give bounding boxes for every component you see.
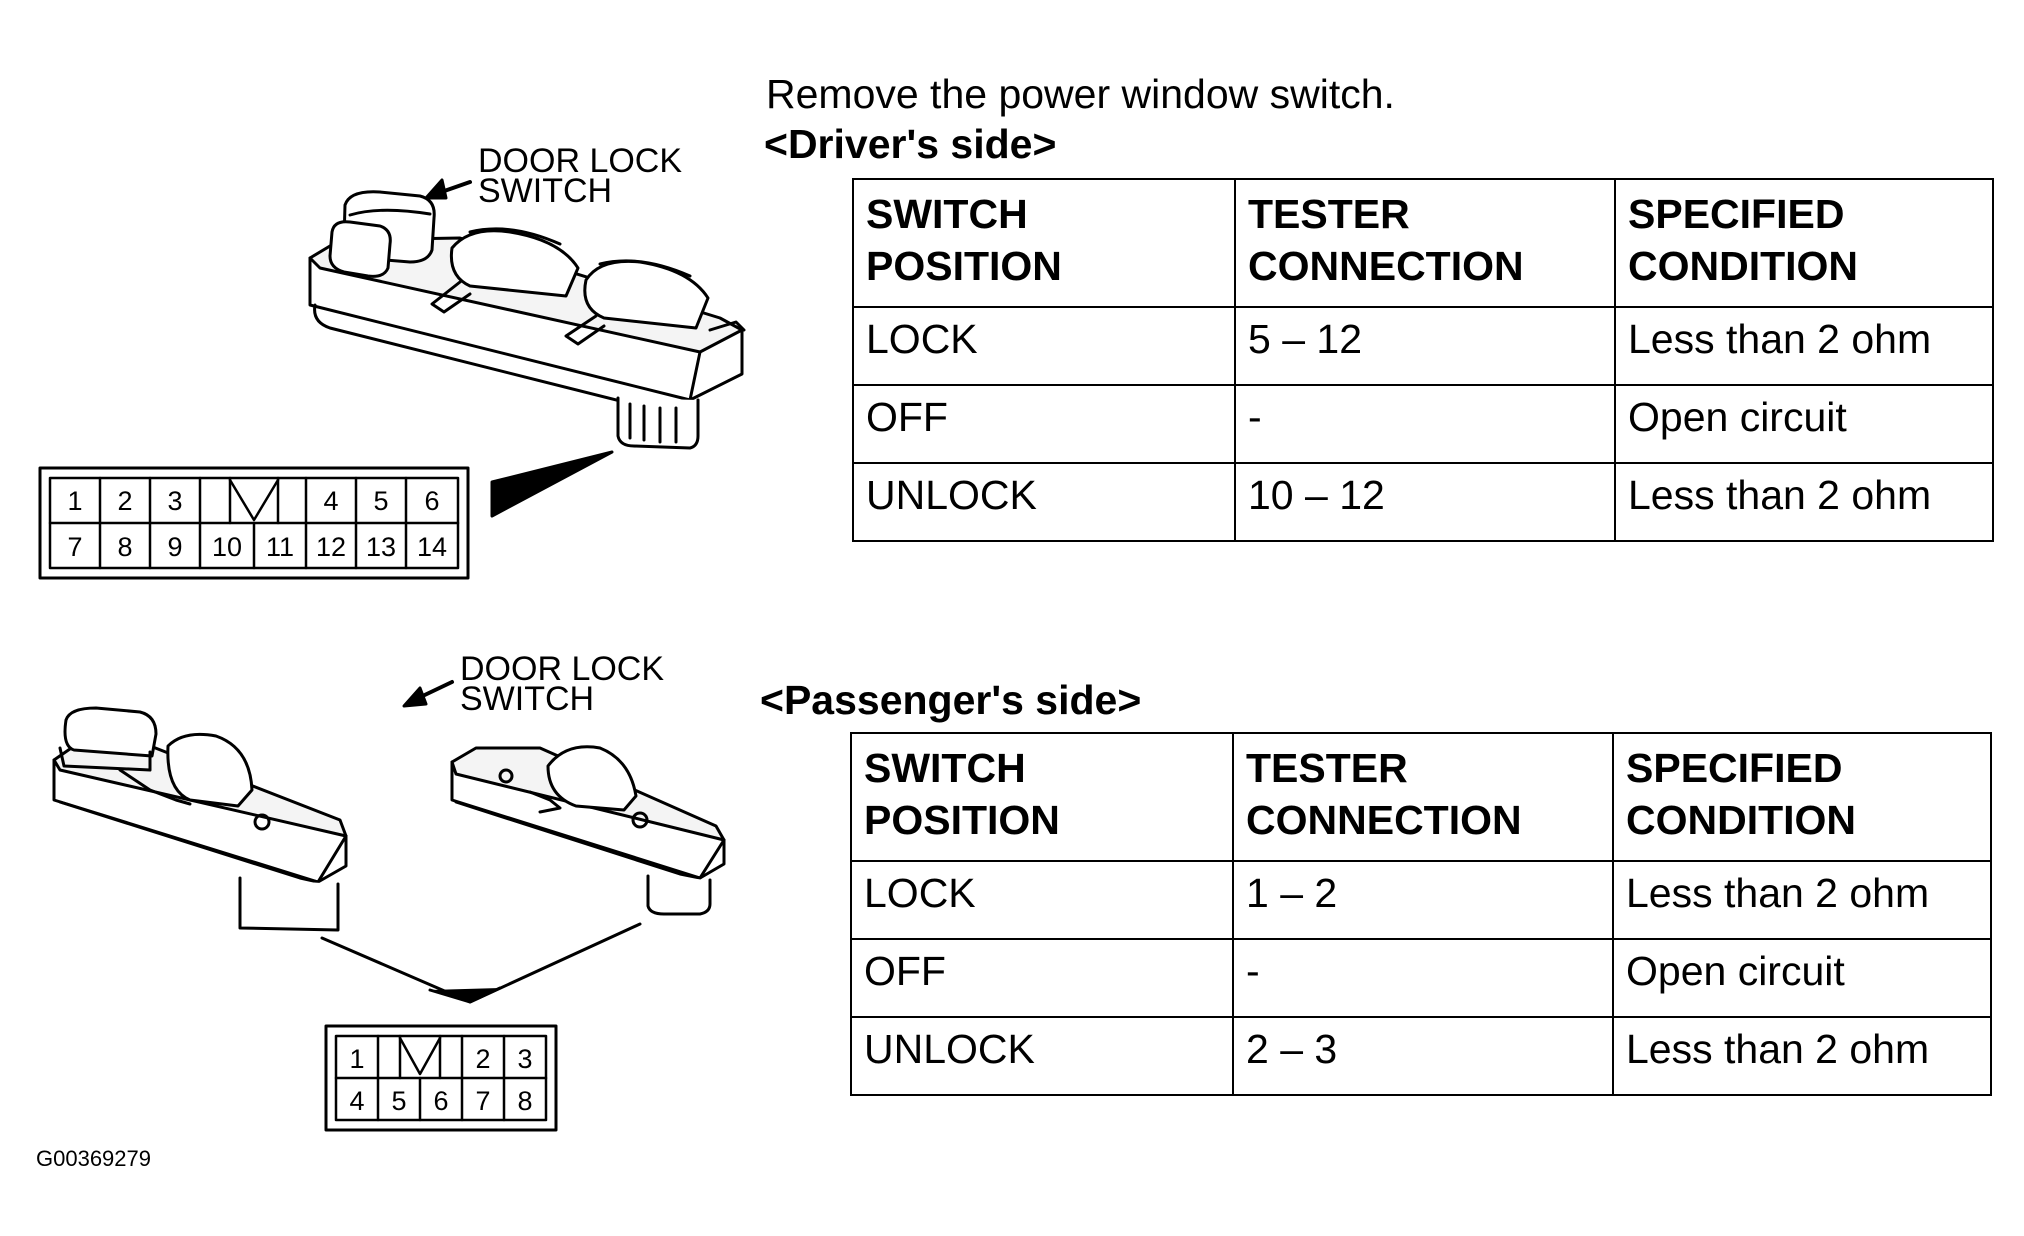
pin-label: 9 bbox=[167, 532, 182, 562]
passenger-spec-table: SWITCH POSITION TESTER CONNECTION SPECIF… bbox=[850, 732, 1992, 1096]
cell-condition: Open circuit bbox=[1612, 938, 1992, 1018]
pin-label: 5 bbox=[373, 486, 388, 516]
pin-label: 13 bbox=[366, 532, 396, 562]
pin-label: 5 bbox=[391, 1086, 406, 1116]
passenger-switch-drawing bbox=[52, 680, 726, 1004]
passenger-connector-pins: 1 2 3 4 5 6 7 8 bbox=[349, 1044, 532, 1116]
header-switch-position: SWITCH POSITION bbox=[852, 178, 1236, 308]
header-switch-position: SWITCH POSITION bbox=[850, 732, 1234, 862]
cell-connection: 10 – 12 bbox=[1234, 462, 1616, 542]
cell-condition: Open circuit bbox=[1614, 384, 1994, 464]
intro-text: Remove the power window switch. bbox=[766, 71, 1395, 117]
pin-label: 1 bbox=[349, 1044, 364, 1074]
door-lock-callout-driver: DOOR LOCK SWITCH bbox=[478, 142, 683, 210]
driver-side-title: <Driver's side> bbox=[764, 121, 1057, 167]
pin-label: 12 bbox=[316, 532, 346, 562]
cell-condition: Less than 2 ohm bbox=[1612, 1016, 1992, 1096]
passenger-connector-drawing bbox=[324, 1024, 558, 1132]
table-row: OFF - Open circuit bbox=[852, 384, 1994, 464]
driver-connector-drawing bbox=[38, 466, 470, 580]
table-row: UNLOCK 10 – 12 Less than 2 ohm bbox=[852, 462, 1994, 542]
pin-label: 4 bbox=[323, 486, 338, 516]
table-row: LOCK 5 – 12 Less than 2 ohm bbox=[852, 306, 1994, 386]
table-row: LOCK 1 – 2 Less than 2 ohm bbox=[850, 860, 1992, 940]
cell-position: LOCK bbox=[850, 860, 1234, 940]
passenger-side-title: <Passenger's side> bbox=[760, 677, 1142, 723]
cell-condition: Less than 2 ohm bbox=[1612, 860, 1992, 940]
figure-id: G00369279 bbox=[36, 1146, 151, 1171]
header-tester-connection: TESTER CONNECTION bbox=[1234, 178, 1616, 308]
pin-label: 10 bbox=[212, 532, 242, 562]
cell-position: UNLOCK bbox=[852, 462, 1236, 542]
cell-condition: Less than 2 ohm bbox=[1614, 462, 1994, 542]
pin-label: 7 bbox=[67, 532, 82, 562]
cell-position: OFF bbox=[850, 938, 1234, 1018]
pin-label: 14 bbox=[417, 532, 447, 562]
pin-label: 8 bbox=[117, 532, 132, 562]
pin-label: 11 bbox=[266, 532, 294, 562]
pin-label: 2 bbox=[117, 486, 132, 516]
driver-connector-pins: 1 2 3 4 5 6 7 8 9 10 11 12 13 14 bbox=[67, 486, 447, 562]
door-lock-callout-passenger: DOOR LOCK SWITCH bbox=[460, 650, 665, 718]
table-header-row: SWITCH POSITION TESTER CONNECTION SPECIF… bbox=[850, 732, 1992, 862]
table-row: UNLOCK 2 – 3 Less than 2 ohm bbox=[850, 1016, 1992, 1096]
pin-label: 3 bbox=[517, 1044, 532, 1074]
cell-connection: - bbox=[1232, 938, 1614, 1018]
header-specified-condition: SPECIFIED CONDITION bbox=[1612, 732, 1992, 862]
pin-label: 6 bbox=[424, 486, 439, 516]
cell-connection: - bbox=[1234, 384, 1616, 464]
cell-position: OFF bbox=[852, 384, 1236, 464]
pin-label: 8 bbox=[517, 1086, 532, 1116]
cell-condition: Less than 2 ohm bbox=[1614, 306, 1994, 386]
pin-label: 3 bbox=[167, 486, 182, 516]
header-tester-connection: TESTER CONNECTION bbox=[1232, 732, 1614, 862]
pin-label: 2 bbox=[475, 1044, 490, 1074]
cell-connection: 1 – 2 bbox=[1232, 860, 1614, 940]
table-row: OFF - Open circuit bbox=[850, 938, 1992, 1018]
pin-label: 4 bbox=[349, 1086, 364, 1116]
pin-label: 1 bbox=[67, 486, 82, 516]
pin-label: 6 bbox=[433, 1086, 448, 1116]
cell-position: UNLOCK bbox=[850, 1016, 1234, 1096]
driver-switch-drawing bbox=[308, 178, 746, 518]
header-specified-condition: SPECIFIED CONDITION bbox=[1614, 178, 1994, 308]
cell-connection: 5 – 12 bbox=[1234, 306, 1616, 386]
pin-label: 7 bbox=[475, 1086, 490, 1116]
cell-position: LOCK bbox=[852, 306, 1236, 386]
cell-connection: 2 – 3 bbox=[1232, 1016, 1614, 1096]
table-header-row: SWITCH POSITION TESTER CONNECTION SPECIF… bbox=[852, 178, 1994, 308]
driver-spec-table: SWITCH POSITION TESTER CONNECTION SPECIF… bbox=[852, 178, 1994, 542]
